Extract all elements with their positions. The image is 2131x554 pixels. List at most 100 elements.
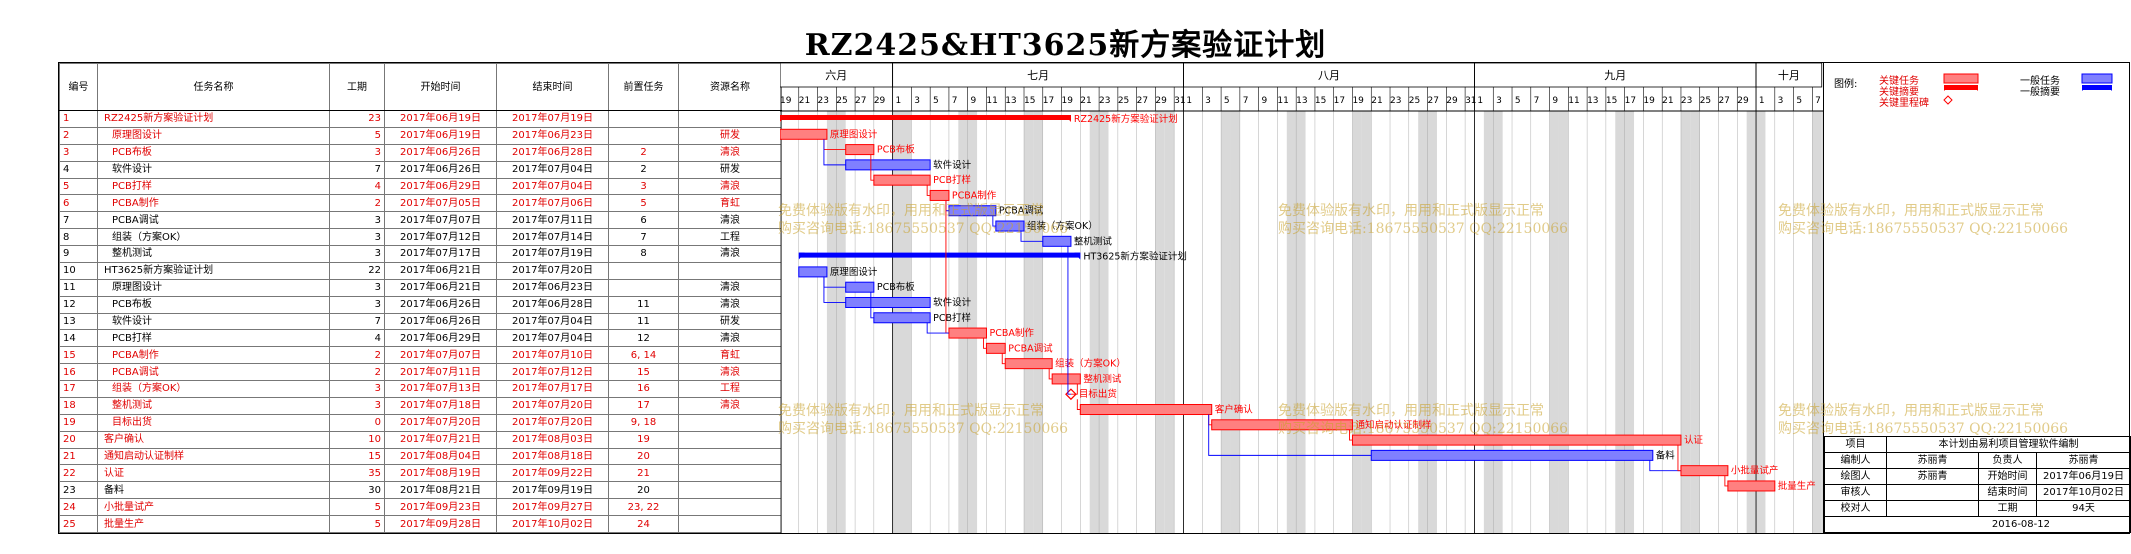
cell-end[interactable]: 2017年07月04日 [496,312,609,331]
col-header-id[interactable]: 编号 [59,63,98,111]
cell-name[interactable]: PCBA制作 [97,346,330,365]
cell-name[interactable]: 整机测试 [97,396,330,415]
cell-res[interactable]: 清浪 [678,278,782,297]
cell-dur[interactable]: 22 [329,261,385,280]
cell-start[interactable]: 2017年06月29日 [384,329,497,348]
cell-pred[interactable]: 2 [608,143,679,162]
cell-start[interactable]: 2017年07月07日 [384,346,497,365]
cell-id[interactable]: 21 [59,447,98,466]
cell-start[interactable]: 2017年07月05日 [384,194,497,213]
cell-name[interactable]: 通知启动认证制样 [97,447,330,466]
cell-name[interactable]: 整机测试 [97,245,330,263]
cell-end[interactable]: 2017年06月23日 [496,278,609,297]
cell-end[interactable]: 2017年09月19日 [496,481,609,500]
cell-pred[interactable]: 19 [608,430,679,449]
cell-name[interactable]: PCBA调试 [97,211,330,230]
cell-pred[interactable]: 6 [608,211,679,230]
cell-start[interactable]: 2017年06月21日 [384,261,497,280]
cell-start[interactable]: 2017年06月19日 [384,126,497,145]
cell-start[interactable]: 2017年07月21日 [384,430,497,449]
cell-id[interactable]: 15 [59,346,98,365]
cell-pred[interactable]: 24 [608,515,679,533]
cell-dur[interactable]: 30 [329,481,385,500]
cell-dur[interactable]: 5 [329,126,385,145]
cell-dur[interactable]: 3 [329,245,385,263]
cell-pred[interactable] [608,126,679,145]
cell-end[interactable]: 2017年07月19日 [496,110,609,128]
cell-start[interactable]: 2017年08月04日 [384,447,497,466]
cell-id[interactable]: 13 [59,312,98,331]
cell-end[interactable]: 2017年07月20日 [496,413,609,432]
cell-res[interactable]: 清浪 [678,211,782,230]
cell-pred[interactable]: 6, 14 [608,346,679,365]
cell-end[interactable]: 2017年06月28日 [496,295,609,314]
cell-id[interactable]: 2 [59,126,98,145]
cell-end[interactable]: 2017年07月04日 [496,160,609,179]
cell-start[interactable]: 2017年07月17日 [384,245,497,263]
col-header-resource[interactable]: 资源名称 [678,63,782,111]
cell-id[interactable]: 8 [59,228,98,246]
cell-end[interactable]: 2017年09月27日 [496,498,609,516]
cell-dur[interactable]: 3 [329,396,385,415]
cell-end[interactable]: 2017年06月23日 [496,126,609,145]
cell-dur[interactable]: 3 [329,278,385,297]
cell-res[interactable] [678,464,782,483]
cell-dur[interactable]: 2 [329,363,385,381]
cell-start[interactable]: 2017年08月19日 [384,464,497,483]
cell-start[interactable]: 2017年06月26日 [384,143,497,162]
cell-start[interactable]: 2017年08月21日 [384,481,497,500]
cell-name[interactable]: HT3625新方案验证计划 [97,261,330,280]
cell-dur[interactable]: 3 [329,380,385,398]
cell-res[interactable]: 研发 [678,160,782,179]
cell-res[interactable] [678,515,782,533]
cell-id[interactable]: 17 [59,380,98,398]
cell-name[interactable]: RZ2425新方案验证计划 [97,110,330,128]
cell-dur[interactable]: 3 [329,228,385,246]
cell-res[interactable]: 育虹 [678,194,782,213]
cell-pred[interactable]: 15 [608,363,679,381]
cell-name[interactable]: PCBA调试 [97,363,330,381]
col-header-predecessor[interactable]: 前置任务 [608,63,679,111]
cell-id[interactable]: 11 [59,278,98,297]
cell-name[interactable]: PCB布板 [97,295,330,314]
cell-name[interactable]: 认证 [97,464,330,483]
cell-dur[interactable]: 3 [329,211,385,230]
cell-id[interactable]: 16 [59,363,98,381]
cell-res[interactable]: 清浪 [678,245,782,263]
cell-start[interactable]: 2017年09月23日 [384,498,497,516]
cell-res[interactable]: 清浪 [678,396,782,415]
cell-id[interactable]: 5 [59,177,98,196]
cell-start[interactable]: 2017年06月29日 [384,177,497,196]
cell-start[interactable]: 2017年07月13日 [384,380,497,398]
cell-dur[interactable]: 0 [329,413,385,432]
cell-id[interactable]: 9 [59,245,98,263]
cell-dur[interactable]: 35 [329,464,385,483]
cell-id[interactable]: 10 [59,261,98,280]
cell-start[interactable]: 2017年06月21日 [384,278,497,297]
cell-dur[interactable]: 7 [329,160,385,179]
cell-res[interactable]: 工程 [678,380,782,398]
cell-name[interactable]: 原理图设计 [97,126,330,145]
cell-name[interactable]: 软件设计 [97,312,330,331]
cell-name[interactable]: 组装（方案OK） [97,380,330,398]
cell-res[interactable]: 工程 [678,228,782,246]
cell-dur[interactable]: 5 [329,515,385,533]
cell-name[interactable]: PCBA制作 [97,194,330,213]
cell-start[interactable]: 2017年09月28日 [384,515,497,533]
cell-id[interactable]: 6 [59,194,98,213]
cell-res[interactable]: 清浪 [678,329,782,348]
cell-pred[interactable]: 2 [608,160,679,179]
cell-res[interactable] [678,110,782,128]
cell-end[interactable]: 2017年07月06日 [496,194,609,213]
cell-pred[interactable]: 20 [608,481,679,500]
cell-res[interactable] [678,261,782,280]
cell-pred[interactable] [608,261,679,280]
